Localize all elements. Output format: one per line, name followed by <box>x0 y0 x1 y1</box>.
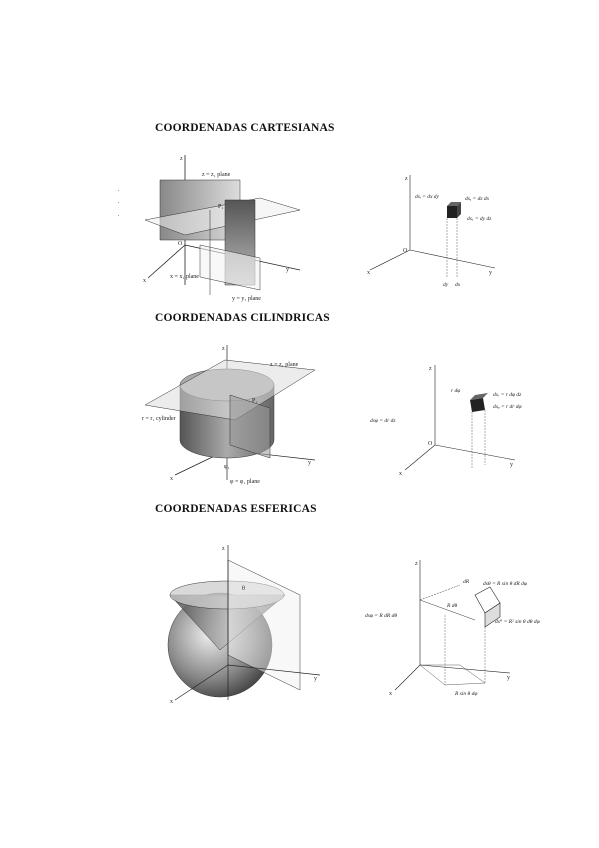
sph-right-x-axis: x <box>389 691 392 697</box>
sph-right-y-axis: y <box>507 675 510 681</box>
sph-dR-label: dR <box>463 579 470 585</box>
cart-x-plane-label: x = x₁ plane <box>170 274 199 280</box>
cyl-dsr-label: dsᵣ = r dφ dz <box>493 392 522 398</box>
cyl-right-origin: O <box>428 441 433 447</box>
cart-dsy-label: dsᵧ = dz dx <box>465 196 490 202</box>
sph-dstheta-label: dsθ = R sin θ dR dφ <box>483 581 527 587</box>
cylindrical-volume-figure: z z = z₁ plane r = r₁ cylinder y x φ₁ φ … <box>142 345 316 485</box>
cart-z-axis-label: z <box>180 156 183 162</box>
section-title-cartesian: COORDENADAS CARTESIANAS <box>155 122 335 134</box>
cart-dsx-label: dsᵢ = dx dy <box>415 194 440 200</box>
spherical-volume-figure: z θ y x <box>167 545 321 705</box>
cyl-right-y-axis: y <box>510 462 513 468</box>
cyl-r-cylinder-label: r = r₁ cylinder <box>142 416 176 422</box>
cyl-phi1-label: φ₁ <box>224 464 230 470</box>
cart-point-label: P₁ <box>218 204 223 210</box>
section-title-spherical: COORDENADAS ESFERICAS <box>155 503 317 515</box>
cart-right-y-axis: y <box>489 270 492 276</box>
sph-dsR-label: dsᴿ = R² sin θ dθ dφ <box>495 619 540 625</box>
cyl-phi-plane-label: φ = φ₁ plane <box>230 479 260 485</box>
cart-dsz-label: dsₓ = dy dz <box>467 216 492 222</box>
sph-right-z-axis: z <box>415 561 418 567</box>
sph-dsphi-label: dsφ = R dR dθ <box>365 613 397 619</box>
cylindrical-differential-figure: dsφ = dr dz dsᵣ = r dφ dz dsᵩ = r dr dφ … <box>370 365 522 477</box>
cart-right-x-axis: x <box>367 270 370 276</box>
sph-x-axis-label: x <box>170 699 173 705</box>
cyl-dsz-label: dsᵩ = r dr dφ <box>493 404 522 410</box>
cart-y-axis-label: y <box>286 267 289 273</box>
cart-right-origin: O <box>403 248 408 254</box>
cart-z-plane-label: z = z₁ plane <box>202 172 231 178</box>
cyl-dsphi-label: dsφ = dr dz <box>370 418 396 424</box>
cyl-x-axis-label: x <box>170 476 173 482</box>
section-title-cylindrical: COORDENADAS CILINDRICAS <box>155 312 330 324</box>
scan-artifact <box>118 190 119 216</box>
cartesian-volume-figure: z z = z₁ plane P₁ O y x = x₁ plane x y =… <box>143 155 301 302</box>
cart-right-z-axis: z <box>405 176 408 182</box>
sph-Rdtheta-label: R dθ <box>446 603 457 609</box>
cart-origin-label: O <box>178 241 183 247</box>
cart-x-axis-label: x <box>143 278 146 284</box>
sph-theta-label: θ <box>242 586 245 592</box>
cyl-right-z-axis: z <box>429 366 432 372</box>
cyl-point-label: P₁ <box>252 398 257 404</box>
sph-Rsin-label: R sin θ dφ <box>454 691 477 697</box>
cyl-z-plane-label: z = z₁ plane <box>270 362 299 368</box>
cart-dx-label: dx <box>455 282 461 288</box>
cyl-y-axis-label: y <box>308 460 311 466</box>
cyl-rdphi-label: r dφ <box>451 388 460 394</box>
spherical-differential-figure: dR dsᴿ = R² sin θ dθ dφ dsφ = R dR dθ ds… <box>365 560 540 697</box>
cart-dy-label: dy <box>443 282 449 288</box>
cyl-z-axis-label: z <box>222 346 225 352</box>
cyl-right-x-axis: x <box>399 471 402 477</box>
sph-z-axis-label: z <box>222 546 225 552</box>
cart-y-plane-label: y = y₁ plane <box>232 296 261 302</box>
cartesian-differential-figure: dsᵢ = dx dy dsᵧ = dz dx dsₓ = dy dz y x … <box>367 175 496 288</box>
sph-y-axis-label: y <box>314 676 317 682</box>
